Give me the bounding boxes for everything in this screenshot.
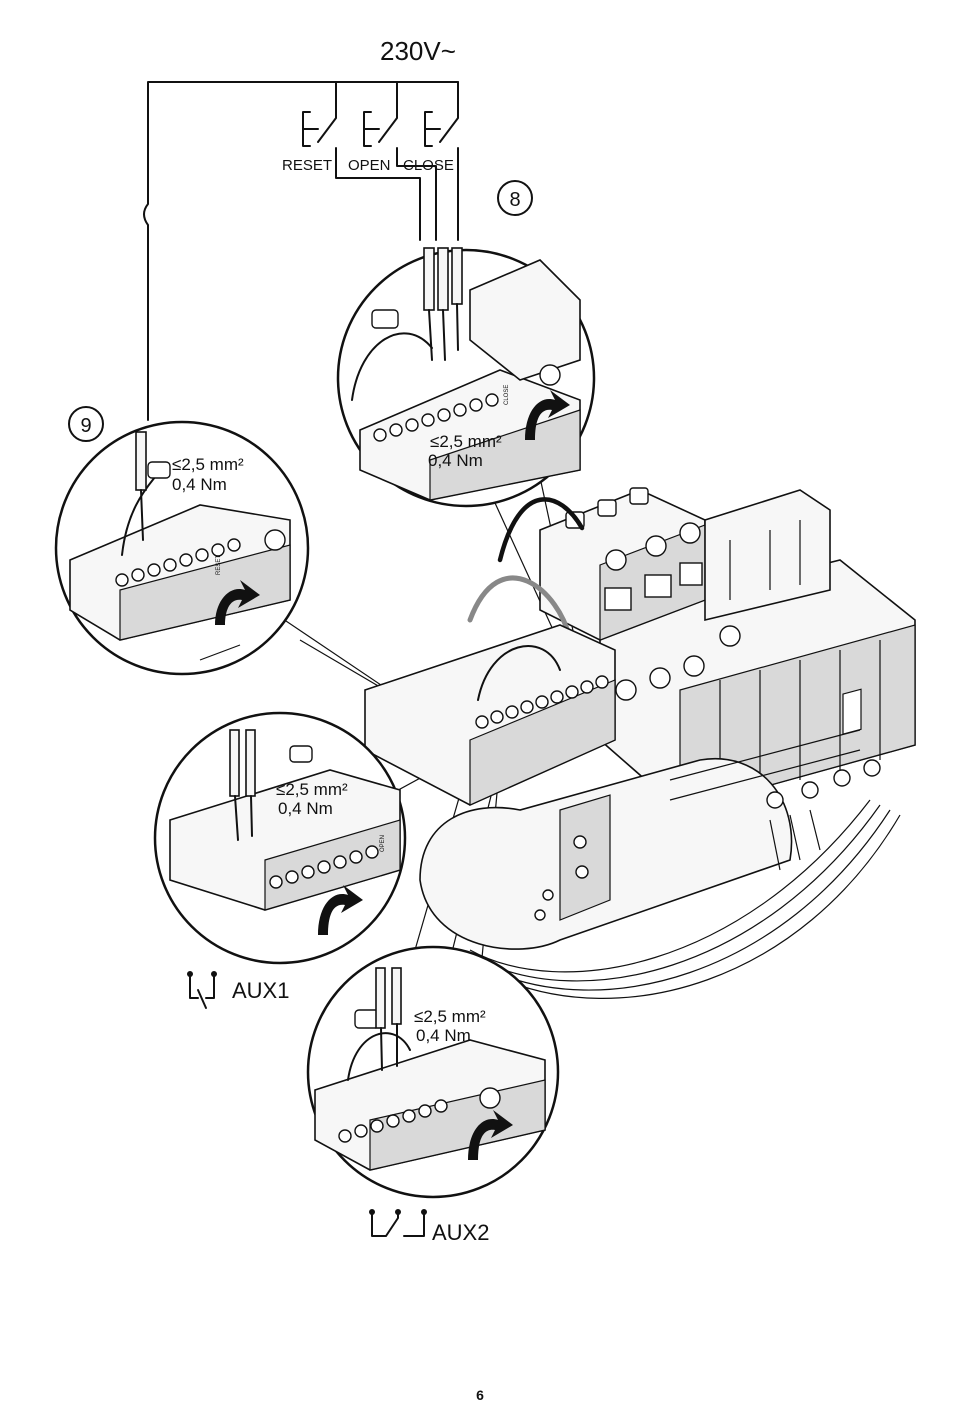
page-number: 6 [476, 1387, 484, 1403]
step-8-number: 8 [509, 189, 520, 211]
switch-label-close: CLOSE [403, 157, 454, 174]
aux1-open-label: OPEN [380, 835, 386, 852]
magnifier-step-9: ≤2,5 mm² 0,4 Nm RESET [54, 420, 310, 676]
step-9-number: 9 [80, 415, 91, 437]
magnifier-aux2: ≤2,5 mm² 0,4 Nm [306, 945, 560, 1199]
supply-wiring [143, 81, 459, 421]
switch-label-open: OPEN [348, 157, 391, 174]
mag8-terminals [373, 393, 499, 442]
mag9-terminals [115, 538, 241, 587]
aux1-wire-spec: ≤2,5 mm² [276, 780, 348, 799]
aux1-label: AUX1 [232, 978, 289, 1003]
mag8-wire-spec: ≤2,5 mm² [430, 432, 502, 451]
supply-voltage-label: 230V~ [380, 36, 456, 66]
pushbutton-close [424, 103, 459, 241]
step-9-badge: 9 [68, 406, 104, 442]
switch-label-reset: RESET [282, 157, 332, 174]
main-terminal-row [475, 675, 609, 729]
aux2-terminals [338, 1099, 448, 1143]
aux2-label: AUX2 [432, 1220, 489, 1245]
aux1-terminals [269, 845, 379, 889]
pushbutton-open [363, 103, 437, 241]
mag9-wire-spec: ≤2,5 mm² [172, 455, 244, 474]
magnifier-aux1: ≤2,5 mm² 0,4 Nm OPEN [153, 711, 407, 965]
mag9-reset-label: RESET [216, 555, 222, 575]
aux1-torque: 0,4 Nm [278, 799, 333, 818]
pushbutton-reset [302, 103, 421, 241]
aux2-wire-spec: ≤2,5 mm² [414, 1007, 486, 1026]
mag8-torque: 0,4 Nm [428, 451, 483, 470]
aux2-torque: 0,4 Nm [416, 1026, 471, 1045]
aux1-contact-symbol [187, 971, 217, 1009]
mag9-torque: 0,4 Nm [172, 475, 227, 494]
magnifier-step-8: ≤2,5 mm² 0,4 Nm CLOSE [336, 247, 596, 508]
main-device [239, 467, 916, 999]
mag8-close-label: CLOSE [504, 385, 510, 405]
aux2-contact-symbol [369, 1209, 427, 1237]
step-8-badge: 8 [497, 180, 533, 216]
